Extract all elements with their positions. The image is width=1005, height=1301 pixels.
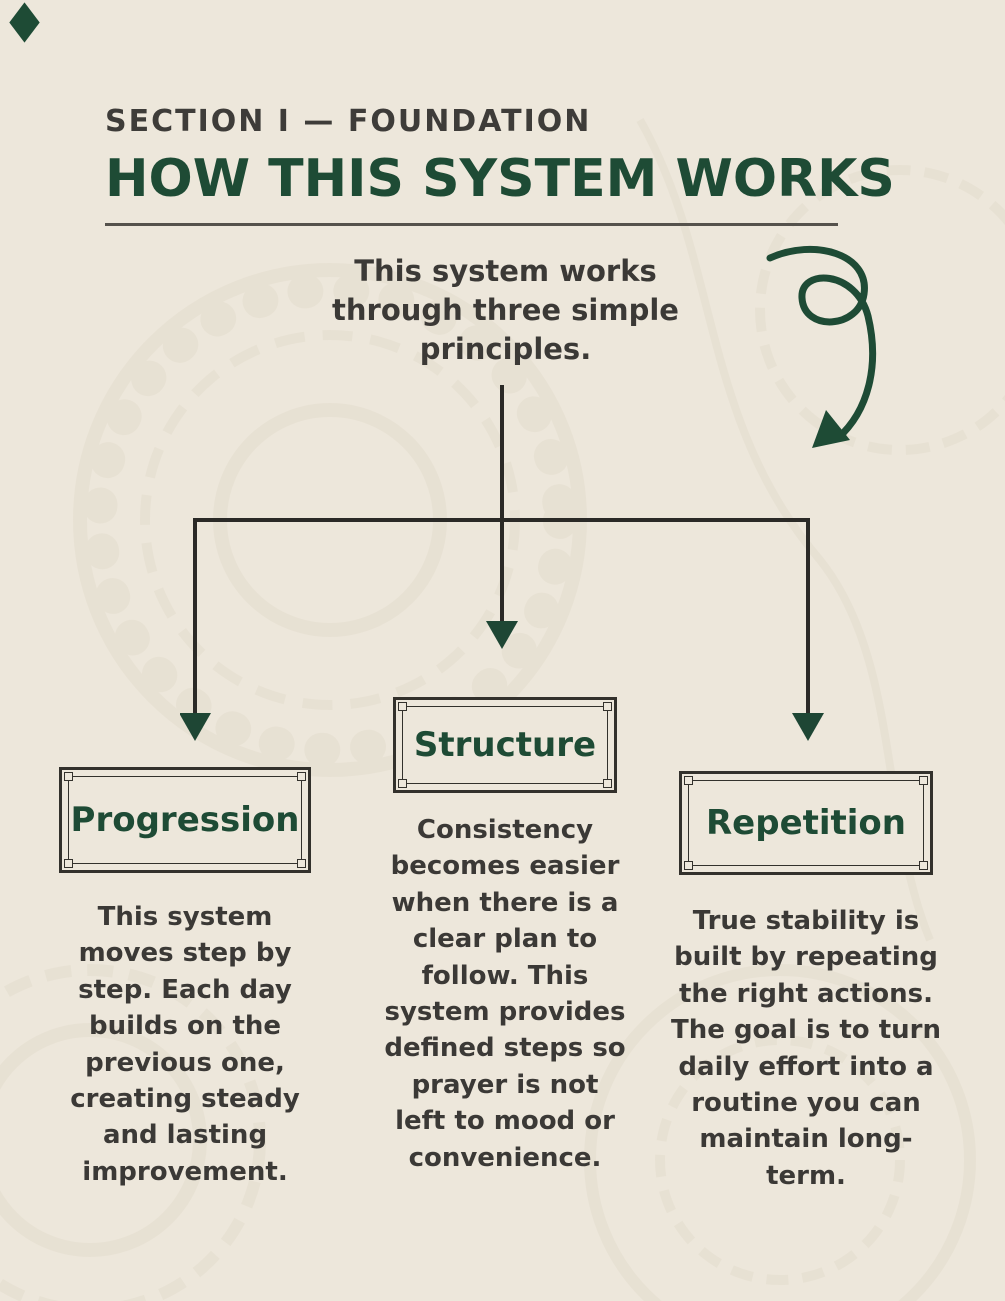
flow-connector bbox=[180, 385, 824, 741]
principle-card-progression: Progression This system moves step by st… bbox=[47, 767, 323, 1190]
corner-ornament bbox=[398, 779, 407, 788]
connector-lines bbox=[193, 385, 810, 713]
corner-ornament bbox=[297, 859, 306, 868]
corner-ornament bbox=[64, 772, 73, 781]
principle-description: True stability is built by repeating the… bbox=[671, 906, 941, 1191]
principle-description: Consistency becomes easier when there is… bbox=[384, 815, 626, 1173]
corner-ornament bbox=[603, 702, 612, 711]
down-arrow-icon bbox=[486, 621, 518, 649]
corner-ornament bbox=[603, 779, 612, 788]
ornamental-frame: Structure bbox=[393, 697, 617, 793]
corner-ornament bbox=[919, 861, 928, 870]
intro-text: This system works through three simple p… bbox=[332, 254, 679, 367]
principle-card-structure: Structure Consistency becomes easier whe… bbox=[383, 697, 627, 1176]
page-corner-ornament bbox=[9, 2, 40, 43]
page-title: HOW THIS SYSTEM WORKS bbox=[105, 149, 895, 226]
corner-ornament bbox=[684, 861, 693, 870]
principle-description: This system moves step by step. Each day… bbox=[70, 902, 300, 1187]
curved-arrow-icon bbox=[766, 245, 877, 448]
down-arrow-icon bbox=[180, 713, 211, 741]
down-arrow-icon bbox=[792, 713, 824, 741]
corner-ornament bbox=[398, 702, 407, 711]
corner-ornament bbox=[297, 772, 306, 781]
ornamental-frame: Repetition bbox=[679, 771, 933, 875]
section-eyebrow: SECTION I — FOUNDATION bbox=[105, 104, 592, 139]
corner-ornament bbox=[64, 859, 73, 868]
principle-label: Repetition bbox=[705, 803, 906, 843]
principle-label: Progression bbox=[70, 800, 300, 840]
ornamental-frame: Progression bbox=[59, 767, 311, 873]
principle-card-repetition: Repetition True stability is built by re… bbox=[668, 771, 944, 1194]
corner-ornament bbox=[684, 776, 693, 785]
header: SECTION I — FOUNDATION HOW THIS SYSTEM W… bbox=[105, 104, 895, 226]
corner-ornament bbox=[919, 776, 928, 785]
principle-label: Structure bbox=[413, 725, 597, 765]
